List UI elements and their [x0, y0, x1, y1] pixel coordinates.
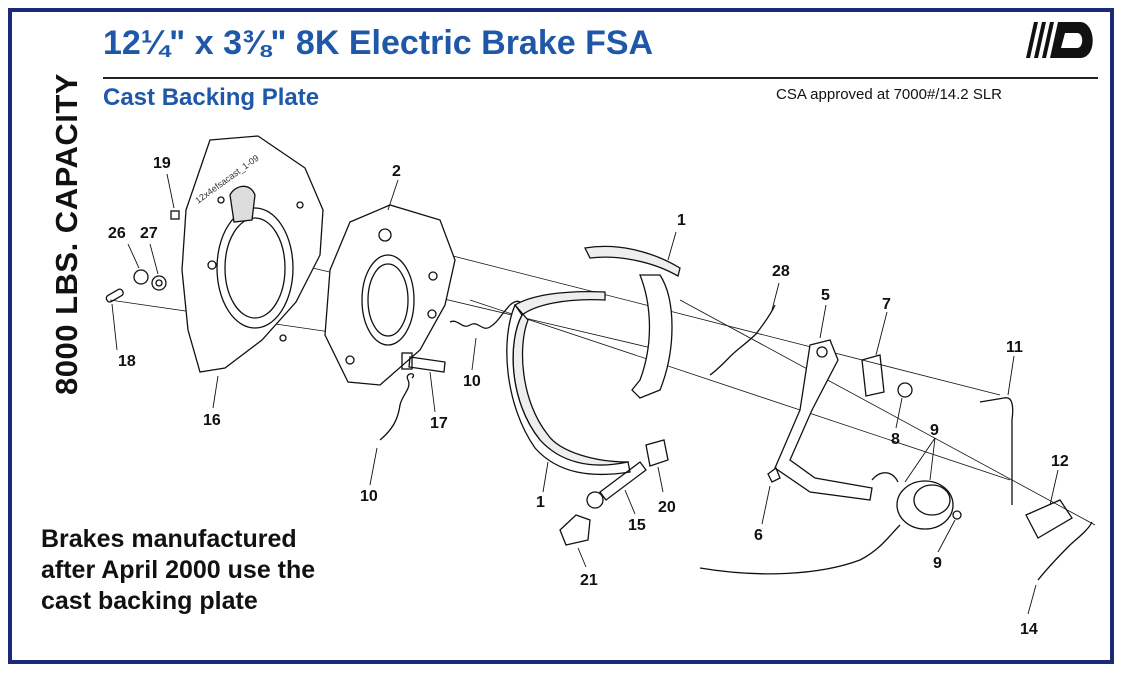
note-line-3: cast backing plate: [41, 587, 258, 615]
callout-28: 28: [772, 263, 790, 280]
callout-5: 5: [821, 287, 830, 304]
part-11-rod: [979, 397, 1014, 505]
title-divider: [103, 77, 1098, 79]
callout-11: 11: [1006, 339, 1023, 356]
part-12-plate: [1025, 499, 1073, 539]
callout-8: 8: [891, 431, 900, 448]
part-6-cap: [767, 466, 781, 483]
callout-16: 16: [203, 412, 221, 429]
part-9-magnet: [699, 472, 954, 575]
part-17-bolt: [401, 352, 446, 373]
callout-9-lower: 9: [933, 555, 942, 572]
callout-1-front: 1: [536, 494, 545, 511]
callout-21: 21: [580, 572, 598, 589]
part-28-spring: [709, 304, 776, 376]
callout-6: 6: [754, 527, 763, 544]
approval-text: CSA approved at 7000#/14.2 SLR: [776, 86, 1002, 103]
callout-17: 17: [430, 415, 448, 432]
part-14-spring: [1037, 521, 1093, 581]
callout-12: 12: [1051, 453, 1069, 470]
spider-plate: [324, 204, 456, 386]
brake-shoe-front: [506, 290, 631, 476]
callout-18: 18: [118, 353, 136, 370]
part-27-washer: [151, 275, 167, 291]
part-7-bracket: [861, 354, 885, 397]
leader-lines: [111, 173, 1059, 615]
callout-26: 26: [108, 225, 126, 242]
part-10-spring-lower: [379, 373, 415, 441]
callout-9-upper: 9: [930, 422, 939, 439]
part-20-clip: [645, 439, 669, 467]
callout-20: 20: [658, 499, 676, 516]
note-line-2: after April 2000 use the: [41, 556, 316, 584]
callout-19: 19: [153, 155, 171, 172]
callout-1-rear: 1: [677, 212, 686, 229]
callout-7: 7: [882, 296, 891, 313]
part-15-adjuster: [586, 461, 647, 509]
page-subtitle: Cast Backing Plate: [103, 84, 320, 111]
backing-plate: [181, 135, 324, 373]
note-text: Brakes manufactured after April 2000 use…: [41, 524, 371, 617]
brake-shoe-rear: [584, 245, 681, 399]
part-26-nut: [133, 269, 149, 285]
callout-2: 2: [392, 163, 401, 180]
part-8-nut: [897, 382, 913, 398]
callout-10-upper: 10: [463, 373, 481, 390]
brand-logo: [1026, 22, 1093, 58]
note-line-1: Brakes manufactured: [41, 525, 297, 553]
callout-labels: 19 26 27 18 16 2 17 10 10 1 1 15 20 21 2…: [108, 155, 1069, 638]
part-9-clip: [952, 510, 962, 520]
part-10-spring-upper: [449, 300, 522, 329]
page-title: 12¼" x 3⅜" 8K Electric Brake FSA: [103, 24, 654, 62]
part-21-bracket: [559, 514, 591, 546]
callout-27: 27: [140, 225, 158, 242]
callout-10-lower: 10: [360, 488, 378, 505]
callout-14: 14: [1020, 621, 1038, 638]
callout-15: 15: [628, 517, 646, 534]
part-19-nut: [170, 210, 180, 220]
part-5-lever: [774, 339, 873, 501]
part-18-plug: [105, 288, 124, 303]
